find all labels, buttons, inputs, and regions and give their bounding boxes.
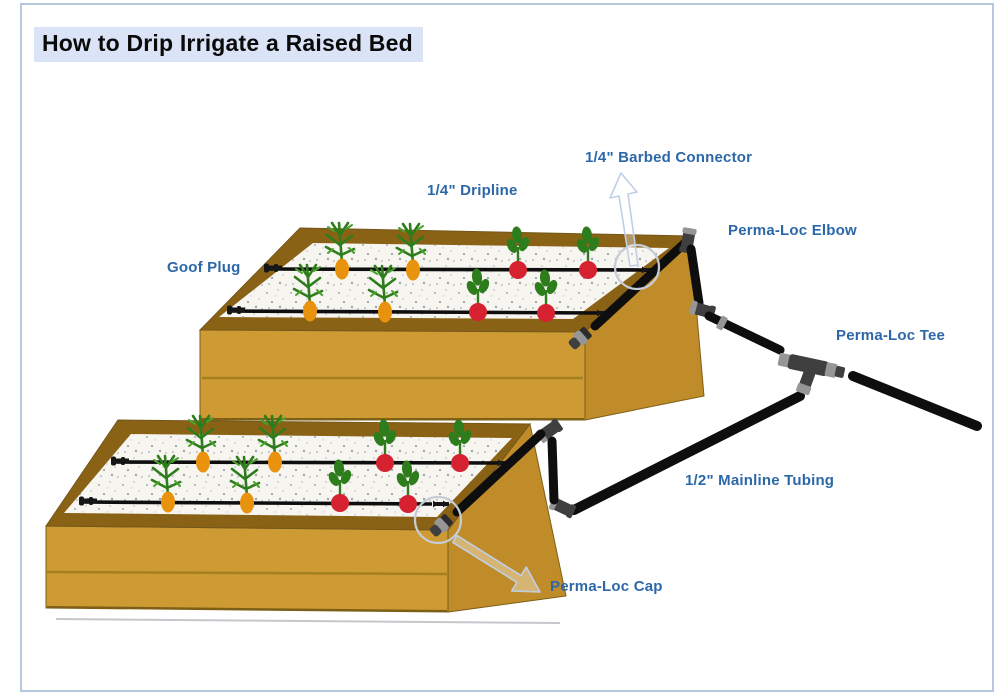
carrot-plant — [395, 222, 427, 281]
carrot-plant — [150, 454, 182, 513]
carrot-plant — [257, 414, 289, 473]
dripline — [79, 500, 433, 506]
radish-plant — [373, 419, 397, 472]
callout-arrow-barbed-connector — [609, 172, 639, 267]
mainline-tubing-lower — [429, 418, 577, 537]
tee-assembly — [569, 352, 982, 515]
label-mainline: 1/2" Mainline Tubing — [685, 472, 835, 489]
label-barbed-connector: 1/4" Barbed Connector — [585, 149, 753, 166]
carrot-plant — [229, 455, 261, 514]
soil-speckle — [64, 434, 512, 517]
goof-plug — [79, 496, 97, 506]
bed-bottom-edge — [46, 606, 448, 612]
cap-fitting-lower — [429, 514, 453, 537]
mainline-tube-to-lower-bed — [569, 391, 805, 515]
callouts — [413, 172, 661, 593]
label-goof-plug: Goof Plug — [167, 259, 241, 276]
label-elbow: Perma-Loc Elbow — [728, 222, 857, 239]
bed-irrigation-rows — [79, 414, 514, 514]
mainline-tube-supply — [848, 371, 982, 431]
goof-plug — [227, 305, 245, 315]
mainline-tube — [547, 436, 559, 505]
bed-front-board — [45, 525, 449, 613]
barbed-connector — [433, 500, 449, 508]
soil-speckle — [219, 243, 669, 319]
carrot-plant — [292, 263, 324, 322]
radish-plant — [328, 459, 352, 512]
radish-plant — [576, 226, 600, 279]
label-dripline: 1/4" Dripline — [427, 182, 518, 199]
ground-shadow — [55, 618, 561, 624]
mainline-tube — [686, 244, 704, 308]
radish-plant — [534, 269, 558, 322]
mainline-tube — [452, 429, 546, 517]
mainline-tube — [590, 236, 692, 331]
radish-plant — [396, 460, 420, 513]
radish-plant — [448, 419, 472, 472]
cap-fitting-upper — [568, 326, 592, 350]
carrot-plant — [367, 264, 399, 323]
bed-front-board — [199, 329, 586, 421]
callout-arrow-cap — [452, 534, 541, 593]
goof-plug — [264, 263, 282, 273]
tee-fitting — [777, 352, 846, 396]
radish-plant — [506, 226, 530, 279]
highlight-circle-cap — [413, 495, 463, 545]
board-seam — [46, 570, 448, 576]
label-tee: Perma-Loc Tee — [836, 327, 946, 344]
mainline-tubing-upper — [568, 227, 785, 355]
raised-bed-lower — [45, 414, 567, 624]
bed-irrigation-rows — [227, 221, 658, 323]
dripline — [111, 460, 501, 465]
carrot-plant — [185, 414, 217, 473]
goof-plug — [111, 456, 129, 466]
page-title: How to Drip Irrigate a Raised Bed — [34, 27, 423, 62]
coupler-band — [716, 315, 728, 331]
raised-bed-upper — [198, 221, 705, 421]
highlight-circle-barbed-connector — [613, 243, 661, 291]
radish-plant — [466, 268, 490, 321]
carrot-plant — [324, 221, 356, 280]
label-cap: Perma-Loc Cap — [550, 578, 663, 595]
